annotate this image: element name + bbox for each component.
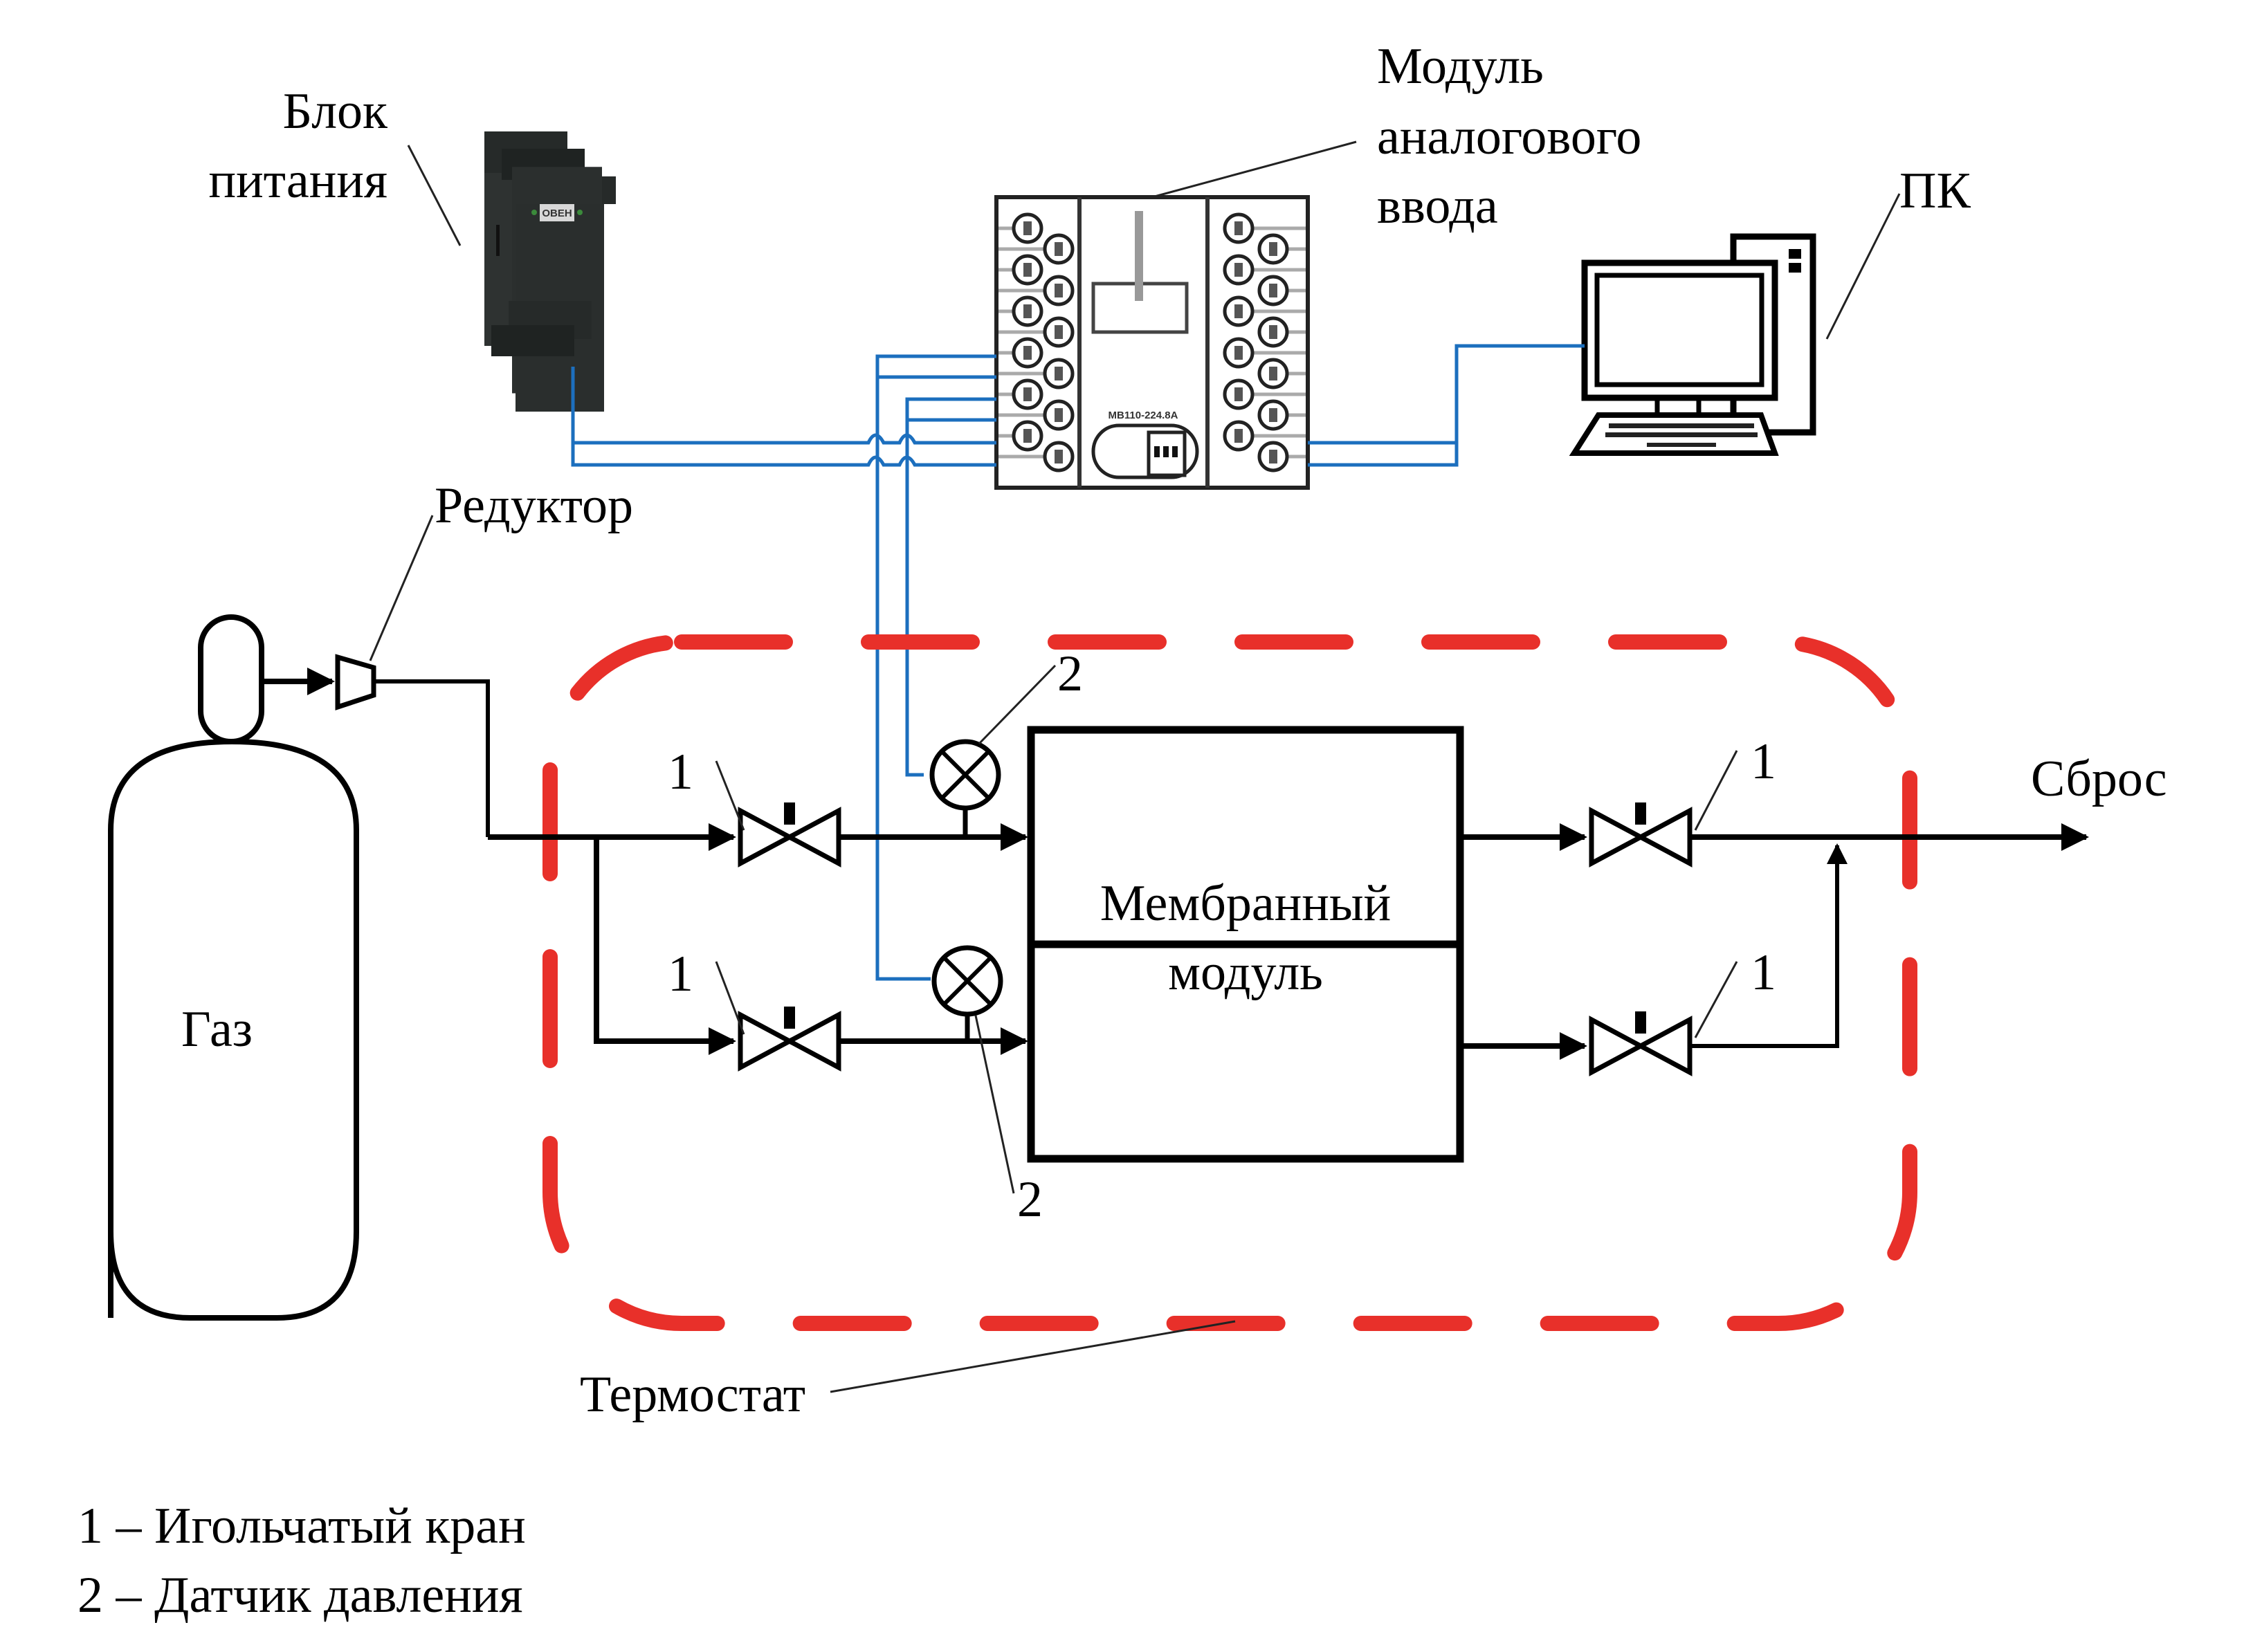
callout-valve-inlet-top: 1 (668, 744, 693, 800)
analog-module-model: МВ110-224.8А (1109, 410, 1178, 421)
reducer-icon (335, 654, 376, 710)
gas-label: Газ (181, 1001, 253, 1058)
analog-module-label-line3: ввода (1377, 178, 1498, 235)
pc-label: ПК (1899, 163, 1971, 219)
membrane-module-label-line2: модуль (1168, 944, 1323, 1001)
membrane-module: Мембранный модуль (1027, 726, 1464, 1163)
legend-item-pressure-sensor: 2 – Датчик давления (77, 1567, 523, 1624)
analog-module-label: Модуль аналогового ввода (1377, 38, 1641, 235)
callout-sensor-bottom: 2 (1017, 1171, 1043, 1228)
callout-valve-outlet-bottom: 1 (1751, 944, 1776, 1001)
needle-valve-outlet-top (1589, 802, 1693, 868)
analog-module-label-line2: аналогового (1377, 109, 1641, 165)
pc-icon (1569, 233, 1816, 456)
analog-module-terminals-left (998, 212, 1075, 472)
needle-valve-inlet-bottom (738, 1007, 841, 1072)
power-supply-icon: ОВЕН (484, 131, 616, 412)
power-supply-label-line1: Блок (283, 83, 388, 140)
thermostat-outline (542, 634, 1917, 1331)
power-supply-label: Блок питания (208, 83, 388, 209)
analog-module-leader (1151, 140, 1357, 199)
legend: 1 – Игольчатый кран 2 – Датчик давления (77, 1498, 526, 1624)
needle-valve-outlet-bottom (1589, 1011, 1693, 1076)
discharge-label: Сброс (2031, 751, 2167, 807)
legend-item-needle-valve: 1 – Игольчатый кран (77, 1498, 526, 1554)
pressure-sensor-bottom (931, 945, 1003, 1041)
pc-leader (1825, 193, 1901, 340)
thermostat-leader (830, 1320, 1236, 1393)
power-supply-label-line2: питания (208, 152, 387, 209)
gas-cylinder: Газ (108, 614, 359, 1321)
thermostat-label: Термостат (580, 1366, 805, 1423)
pressure-sensor-top (929, 739, 1001, 837)
callout-sensor-top: 2 (1057, 645, 1083, 702)
power-supply-brand: ОВЕН (542, 208, 572, 219)
membrane-module-label-line1: Мембранный (1100, 875, 1392, 932)
reducer-leader (369, 515, 434, 661)
analog-module-label-line1: Модуль (1377, 38, 1544, 95)
signal-wiring (571, 344, 1585, 981)
analog-module-icon: МВ110-224.8А (994, 195, 1310, 490)
callout-valve-inlet-bottom: 1 (668, 946, 693, 1002)
needle-valve-inlet-top (738, 802, 841, 868)
reducer-label: Редуктор (435, 477, 633, 534)
power-supply-leader (407, 145, 462, 246)
callout-valve-outlet-top: 1 (1751, 733, 1776, 790)
analog-module-terminals-right (1223, 212, 1306, 472)
